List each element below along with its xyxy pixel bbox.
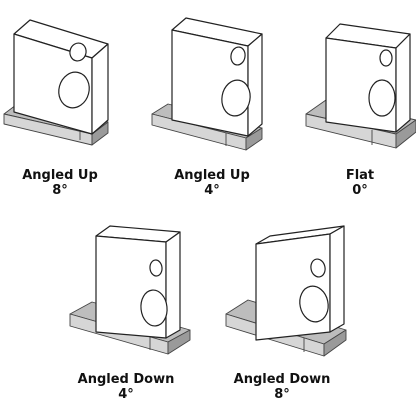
speaker-angled-down-4: [69, 225, 191, 355]
tweeter: [310, 258, 326, 278]
speaker-cabinet: [255, 225, 345, 341]
speaker-cabinet: [95, 225, 181, 339]
caption-angle: 4°: [118, 387, 134, 402]
caption-angled-up-4: Angled Up 4°: [152, 168, 272, 198]
caption-angled-up-8: Angled Up 8°: [0, 168, 120, 198]
tweeter: [379, 49, 393, 67]
caption-title: Angled Down: [233, 372, 331, 387]
speaker-cabinet: [13, 19, 109, 135]
caption-angle: 4°: [204, 183, 220, 198]
caption-angled-down-4: Angled Down 4°: [66, 372, 186, 402]
tweeter: [230, 46, 246, 66]
speaker-angled-up-8: [3, 19, 109, 146]
caption-angle: 0°: [352, 183, 368, 198]
speaker-cabinet: [325, 23, 411, 133]
caption-angle: 8°: [274, 387, 290, 402]
caption-flat-0: Flat 0°: [300, 168, 416, 198]
woofer: [221, 79, 251, 117]
caption-angled-down-8: Angled Down 8°: [222, 372, 342, 402]
caption-title: Angled Up: [174, 168, 250, 183]
woofer: [140, 289, 168, 327]
speaker-angled-down-8: [225, 225, 347, 357]
tweeter: [69, 42, 87, 62]
tweeter: [149, 259, 163, 277]
woofer: [368, 79, 396, 117]
caption-title: Angled Down: [77, 372, 175, 387]
caption-title: Angled Up: [22, 168, 98, 183]
speaker-angled-up-4: [151, 17, 263, 151]
caption-angle: 8°: [52, 183, 68, 198]
woofer: [299, 285, 329, 323]
speaker-cabinet: [171, 17, 263, 137]
speaker-flat-0: [305, 23, 416, 149]
woofer: [58, 71, 90, 109]
caption-title: Flat: [345, 168, 375, 183]
